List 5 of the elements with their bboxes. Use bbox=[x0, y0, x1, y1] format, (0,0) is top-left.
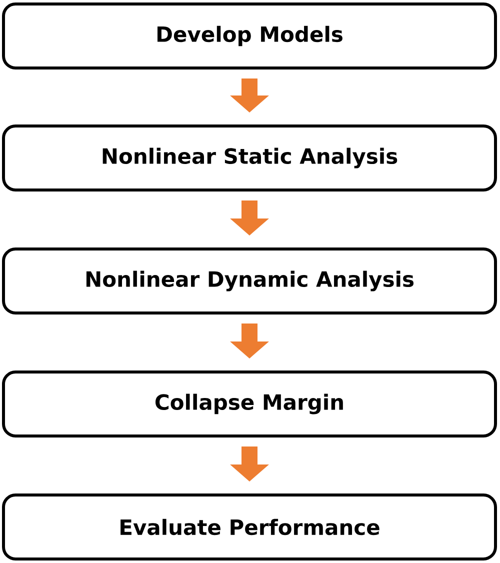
process-box: Develop Models bbox=[2, 2, 497, 70]
process-box: Nonlinear Static Analysis bbox=[2, 124, 497, 192]
process-box: Evaluate Performance bbox=[2, 494, 497, 560]
process-box: Collapse Margin bbox=[2, 370, 497, 438]
process-box: Nonlinear Dynamic Analysis bbox=[2, 248, 497, 314]
